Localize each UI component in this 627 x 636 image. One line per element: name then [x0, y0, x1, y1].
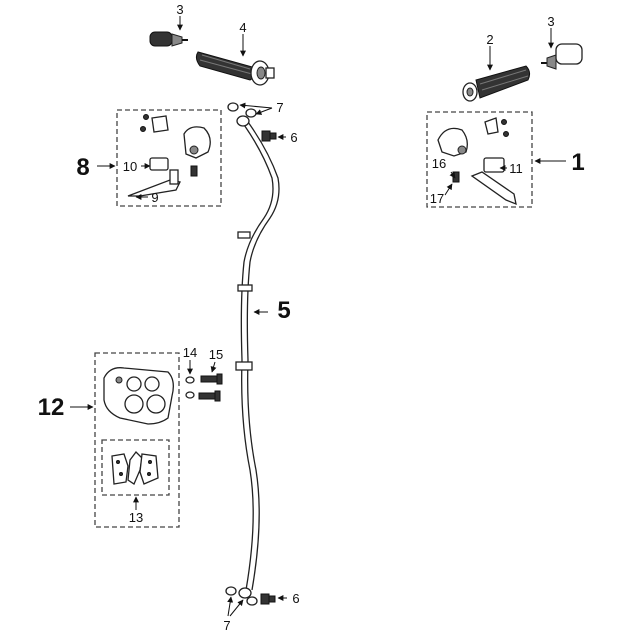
- callout-12: 12: [38, 394, 65, 421]
- callout-5: 5: [277, 297, 290, 324]
- callout-13: 13: [129, 510, 143, 525]
- leader-lines: [70, 16, 566, 617]
- callout-14: 14: [183, 345, 197, 360]
- callout-11: 11: [509, 161, 523, 176]
- throttle-grip: [195, 51, 275, 86]
- callout-3-right: 3: [547, 14, 554, 29]
- group-box-caliper: [94, 352, 180, 528]
- callout-3-left: 3: [176, 2, 183, 17]
- callout-16: 16: [432, 156, 446, 171]
- callout-15: 15: [209, 347, 223, 362]
- banjo-bolt-top: [261, 130, 277, 142]
- caliper-washers: [185, 376, 195, 399]
- callout-8: 8: [76, 154, 89, 181]
- callout-6-top: 6: [290, 130, 297, 145]
- callout-2: 2: [486, 32, 493, 47]
- callout-4: 4: [239, 20, 246, 35]
- master-cylinder-right-assembly: [437, 117, 517, 206]
- banjo-bolt-bottom: [260, 593, 276, 605]
- banjo-fittings-bottom: [225, 586, 258, 606]
- caliper-bolts: [198, 373, 223, 402]
- bar-end-weight-right: [541, 43, 583, 70]
- callout-10: 10: [123, 159, 137, 174]
- callout-7-top: 7: [276, 100, 283, 115]
- callout-9: 9: [151, 190, 158, 205]
- group-box-brake-pads: [101, 439, 170, 496]
- group-box-left-master-cylinder: [116, 109, 222, 207]
- grip-right: [462, 65, 531, 102]
- callout-7-bottom: 7: [223, 618, 230, 633]
- callout-1: 1: [571, 149, 584, 176]
- master-cylinder-left-assembly: [127, 114, 211, 197]
- brake-caliper: [103, 367, 174, 425]
- group-box-right-master-cylinder: [426, 111, 533, 208]
- callout-17: 17: [430, 191, 444, 206]
- bar-end-weight-left: [149, 31, 188, 47]
- callout-6-bottom: 6: [292, 591, 299, 606]
- brake-hose: [235, 121, 280, 591]
- brake-pads: [111, 451, 159, 485]
